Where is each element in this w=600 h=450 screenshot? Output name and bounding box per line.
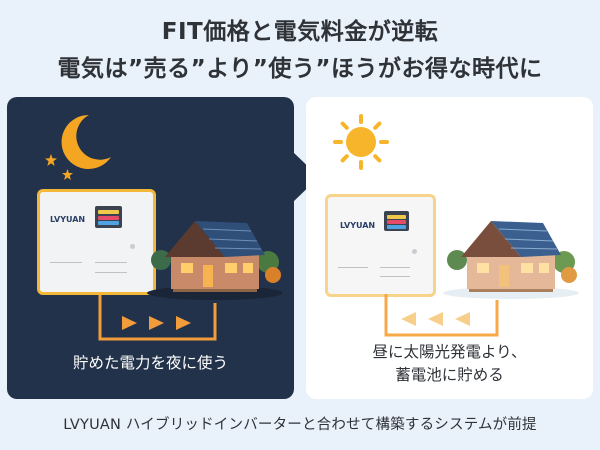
power-flow-line (384, 294, 499, 337)
night-caption: 貯めた電力を夜に使う (72, 354, 228, 372)
battery-icon: LVYUAN (325, 194, 436, 297)
star-icon (62, 169, 73, 180)
footer-note: LVYUAN ハイブリッドインバーターと合わせて構築するシステムが前提 (63, 417, 537, 433)
day-caption-line-2: 蓄電池に貯める (395, 366, 504, 384)
title-line-2: 電気は”売る”より”使う”ほうがお得な時代に (57, 56, 543, 82)
arrow-left-icon (401, 312, 416, 326)
night-panel: LVYUAN 貯めた電力を夜に使う (7, 97, 294, 399)
arrow-right-icon (149, 316, 164, 330)
day-caption-line-1: 昼に太陽光発電より、 (372, 343, 527, 361)
arrow-right-icon (122, 316, 137, 330)
sun-icon (333, 114, 389, 170)
power-flow-line (98, 295, 217, 341)
moon-icon (61, 114, 111, 169)
arrow-left-icon (428, 312, 443, 326)
house-icon (443, 221, 579, 299)
arrow-left-icon (455, 312, 470, 326)
day-caption: 昼に太陽光発電より、 蓄電池に貯める (306, 341, 593, 387)
house-icon (147, 221, 282, 300)
day-panel: LVYUAN 昼に太陽光発電より、 蓄 (306, 97, 593, 399)
title-line-1: FIT価格と電気料金が逆転 (161, 19, 439, 45)
battery-brand-label: LVYUAN (50, 215, 86, 224)
battery-display (384, 211, 409, 231)
battery-display (95, 206, 122, 228)
battery-brand-label: LVYUAN (340, 221, 376, 230)
arrow-right-icon (176, 316, 191, 330)
star-icon (45, 154, 57, 166)
battery-icon: LVYUAN (37, 189, 156, 295)
